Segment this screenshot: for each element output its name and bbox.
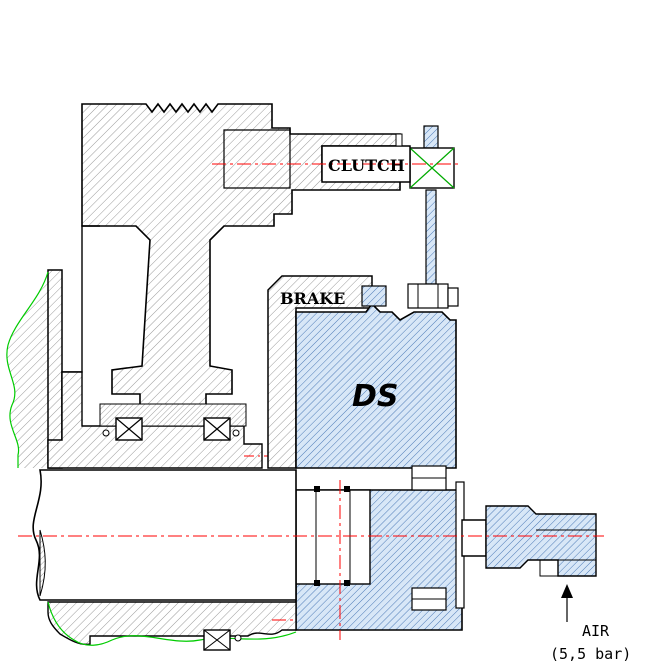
break-line-left (6, 271, 49, 468)
bearing-housing (47, 371, 292, 469)
clutch-label: CLUTCH (328, 156, 405, 175)
ds-unit (295, 302, 597, 631)
ds-label: DS (352, 379, 399, 414)
air-pressure-label: (5,5 bar) (550, 645, 631, 663)
main-shaft (32, 469, 297, 601)
clutch-rod (321, 125, 455, 285)
left-housing (6, 269, 63, 469)
centerlines (18, 163, 604, 640)
brake-bracket (267, 275, 373, 469)
brake-label: BRAKE (280, 289, 345, 308)
lower-housing (47, 601, 297, 651)
air-arrow (561, 584, 573, 622)
brake-fastener (361, 283, 459, 309)
bearing-left (115, 417, 143, 441)
bearing-right (203, 417, 231, 441)
air-label: AIR (582, 622, 610, 640)
